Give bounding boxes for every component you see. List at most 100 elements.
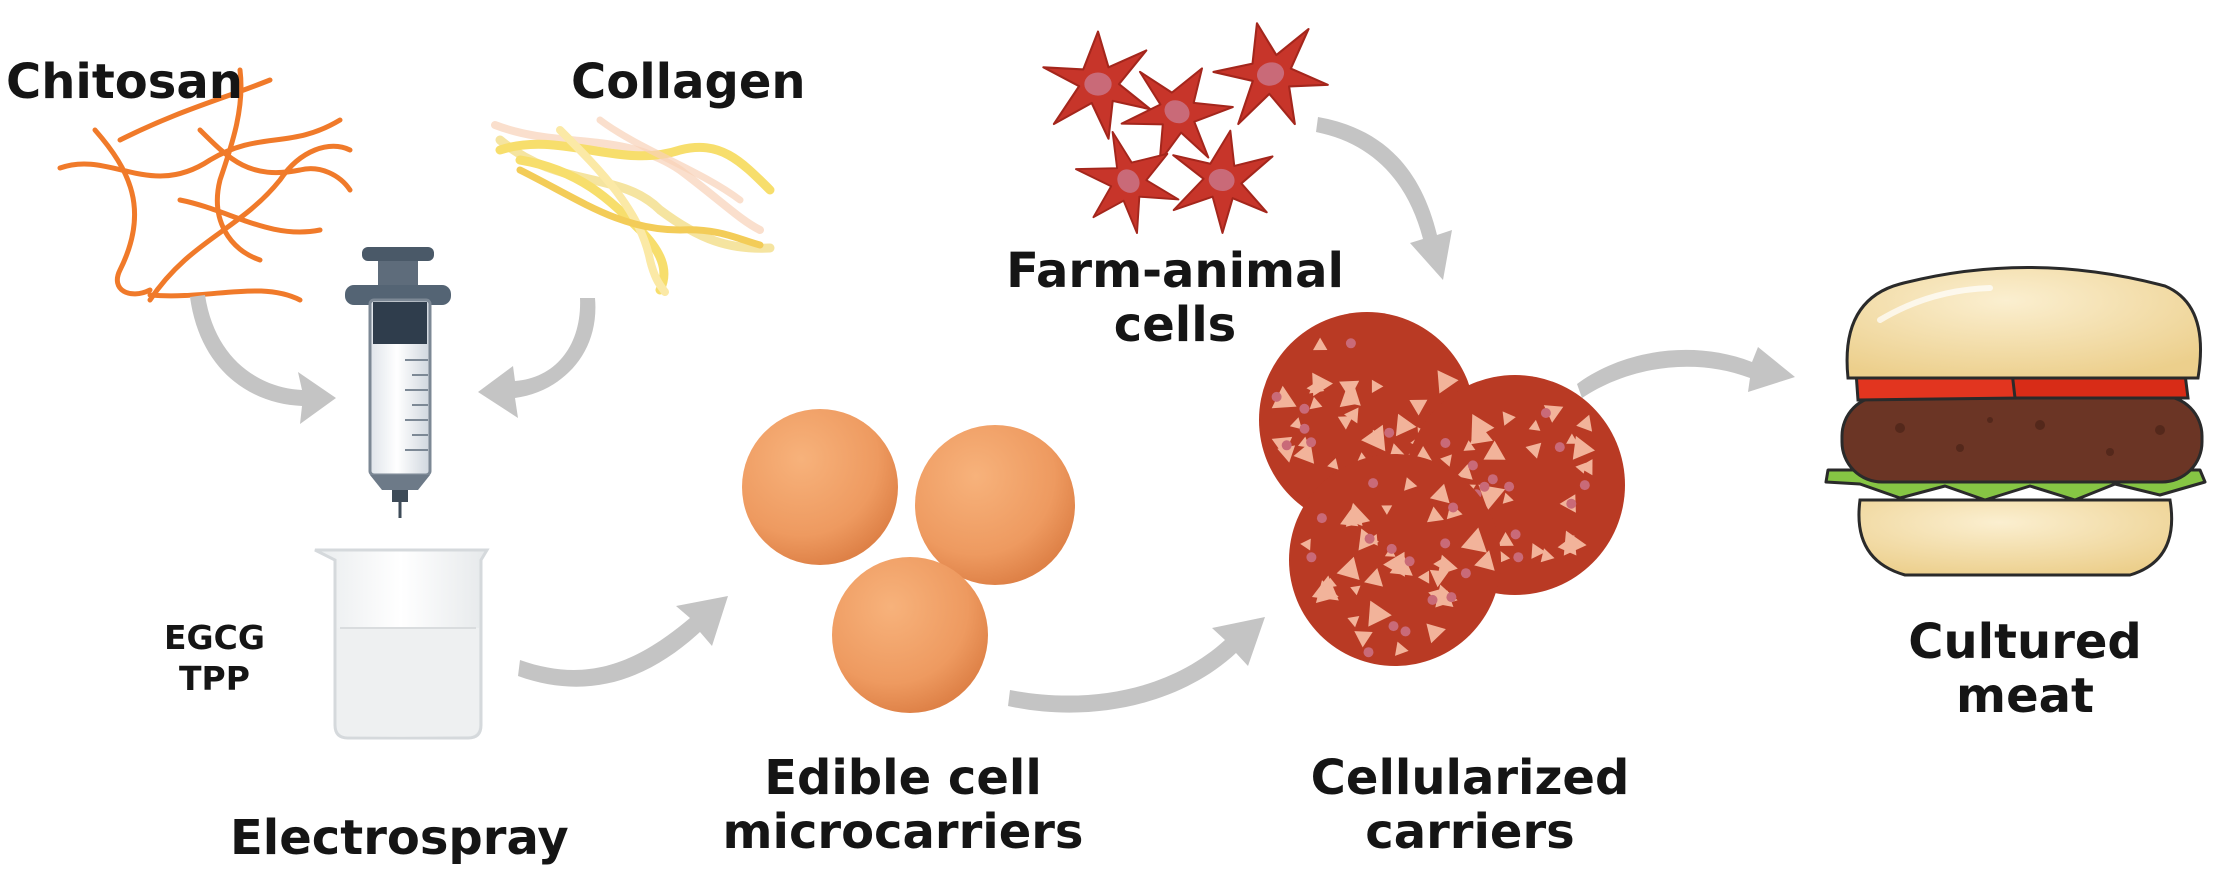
carrier-nucleus-dot xyxy=(1513,552,1524,563)
carrier-texture-patch xyxy=(1309,396,1323,410)
carrier-texture-patch xyxy=(1429,569,1449,588)
carrier-texture-patch xyxy=(1347,616,1360,628)
carrier-nucleus-dot xyxy=(1404,556,1415,567)
farm-animal-cells xyxy=(1042,8,1337,250)
carrier-texture-patch xyxy=(1293,442,1315,464)
carrier-texture-patch xyxy=(1404,477,1418,491)
cellularized-carriers xyxy=(1259,312,1625,666)
carrier-nucleus-dot xyxy=(1448,502,1459,513)
chitosan-fibers-icon xyxy=(57,67,353,303)
carrier-texture-patch xyxy=(1345,502,1371,527)
carrier-nucleus-dot xyxy=(1460,568,1471,579)
carrier-texture-patch xyxy=(1469,422,1493,445)
microcarrier-bead-icon xyxy=(915,425,1075,585)
cellularized-carriers-label: Cellularized carriers xyxy=(1300,750,1640,860)
carrier-nucleus-dot xyxy=(1386,543,1397,554)
carrier-texture-patch xyxy=(1395,413,1417,437)
carrier-texture-patch xyxy=(1576,414,1593,432)
carrier-texture-patch xyxy=(1531,543,1546,559)
cultured-meat-label: Cultured meat xyxy=(1880,614,2170,724)
carrier-texture-patch xyxy=(1339,380,1360,399)
carrier-texture-patch xyxy=(1502,492,1514,504)
electrospray-label: Electrospray xyxy=(230,810,569,866)
carrier-texture-patch xyxy=(1326,577,1337,588)
carrier-texture-patch xyxy=(1389,554,1413,576)
carrier-nucleus-dot xyxy=(1345,338,1356,349)
carrier-texture-patch xyxy=(1350,585,1361,596)
carrier-nucleus-dot xyxy=(1467,460,1478,471)
carrier-nucleus-dot xyxy=(1299,423,1310,434)
carrier-nucleus-dot xyxy=(1271,391,1282,402)
carrier-nucleus-dot xyxy=(1566,498,1577,509)
carrier-texture-patch xyxy=(1426,623,1446,644)
farm-line1: Farm-animal xyxy=(1006,243,1344,299)
carrier-texture-patch xyxy=(1528,419,1541,431)
edible-line1: Edible cell xyxy=(764,750,1042,806)
carrier-texture-patch xyxy=(1440,454,1452,467)
carrier-texture-patch xyxy=(1354,631,1373,648)
carrier-texture-patch xyxy=(1344,407,1359,424)
carrier-nucleus-dot xyxy=(1554,442,1565,453)
carrier-nucleus-dot xyxy=(1510,529,1521,540)
carrier-nucleus-dot xyxy=(1306,437,1317,448)
carrier-texture-patch xyxy=(1433,557,1445,570)
carrier-nucleus-dot xyxy=(1364,533,1375,544)
animal-cell-icon xyxy=(1203,8,1337,142)
carrier-nucleus-dot xyxy=(1388,621,1399,632)
carrier-texture-patch xyxy=(1578,459,1593,476)
egcg-text: EGCG xyxy=(164,618,265,657)
cellularized-line1: Cellularized xyxy=(1310,750,1630,806)
cultured-line2: meat xyxy=(1956,667,2094,724)
carrier-nucleus-dot xyxy=(1579,480,1590,491)
carrier-texture-patch xyxy=(1429,483,1450,504)
carrier-texture-patch xyxy=(1372,429,1383,442)
cultured-line1: Cultured xyxy=(1908,614,2142,670)
egcg-label: EGCG TPP xyxy=(164,618,265,698)
carrier-texture-patch xyxy=(1557,535,1577,556)
farm-line2: cells xyxy=(1113,296,1237,353)
tpp-text: TPP xyxy=(179,658,250,698)
carrier-texture-patch xyxy=(1427,506,1444,523)
edible-line2: microcarriers xyxy=(722,803,1084,860)
microcarrier-bead-icon xyxy=(742,409,898,565)
carrier-nucleus-dot xyxy=(1446,592,1457,603)
carrier-texture-patch xyxy=(1572,435,1595,460)
beaker-icon xyxy=(314,548,490,740)
carrier-texture-patch xyxy=(1460,527,1487,553)
carrier-nucleus-dot xyxy=(1440,438,1451,448)
carrier-texture-patch xyxy=(1306,381,1317,394)
farm-animal-cells-label: Farm-animal cells xyxy=(990,243,1360,353)
carrier-texture-patch xyxy=(1437,370,1459,394)
collagen-label: Collagen xyxy=(571,54,806,110)
carrier-texture-patch xyxy=(1474,550,1495,571)
carrier-texture-patch xyxy=(1540,548,1555,563)
carrier-nucleus-dot xyxy=(1281,440,1292,451)
carrier-nucleus-dot xyxy=(1368,478,1379,489)
carrier-texture-patch xyxy=(1498,550,1511,564)
carrier-texture-patch xyxy=(1483,440,1506,460)
carrier-texture-patch xyxy=(1312,372,1333,397)
carrier-nucleus-dot xyxy=(1487,474,1498,485)
carrier-texture-patch xyxy=(1300,538,1311,551)
carrier-nucleus-dot xyxy=(1540,408,1551,418)
carrier-texture-patch xyxy=(1395,641,1409,656)
carrier-nucleus-dot xyxy=(1316,513,1327,524)
burger-icon xyxy=(1824,266,2207,577)
microcarrier-bead-icon xyxy=(832,557,988,713)
carrier-texture-patch xyxy=(1381,505,1393,515)
carrier-texture-patch xyxy=(1327,458,1339,470)
carrier-texture-patch xyxy=(1271,385,1297,409)
flow-arrow-icon xyxy=(190,117,1795,713)
carrier-texture-patch xyxy=(1409,399,1428,416)
carrier-texture-patch xyxy=(1417,570,1430,584)
carrier-nucleus-dot xyxy=(1400,626,1411,637)
syringe-icon xyxy=(345,247,451,518)
edible-microcarriers-label: Edible cell microcarriers xyxy=(716,750,1090,860)
carrier-texture-patch xyxy=(1525,442,1542,459)
carrier-texture-patch xyxy=(1315,580,1339,603)
carrier-nucleus-dot xyxy=(1363,647,1374,658)
carrier-texture-patch xyxy=(1298,436,1310,448)
animal-cell-icon xyxy=(1160,120,1281,241)
carrier-texture-patch xyxy=(1337,416,1353,430)
carrier-texture-patch xyxy=(1339,390,1357,408)
